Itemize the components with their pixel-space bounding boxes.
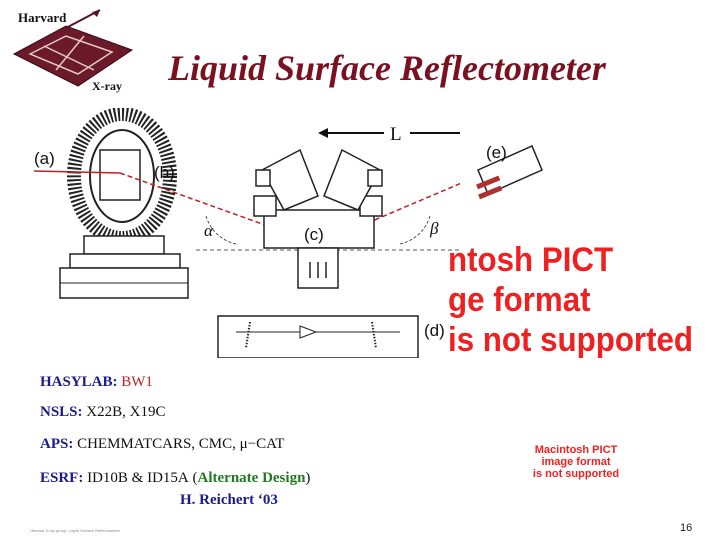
facility-value: CHEMMATCARS, CMC, μ−CAT bbox=[77, 436, 285, 452]
goniometer-drawing bbox=[253, 148, 383, 289]
pict-small-line: Macintosh PICT bbox=[534, 444, 618, 456]
facility-note: Alternate Design bbox=[197, 470, 306, 486]
length-arrow bbox=[318, 128, 460, 138]
alpha-label: α bbox=[204, 221, 214, 240]
pict-small-line: is not supported bbox=[532, 468, 620, 480]
facility-nsls: NSLS: X22B, X19C bbox=[40, 404, 165, 421]
page-title: Liquid Surface Reflectometer bbox=[168, 48, 606, 88]
facility-esrf: ESRF: ID10B & ID15A (Alternate Design) bbox=[40, 470, 310, 487]
pict-placeholder-large: ntosh PICT ge format is not supported bbox=[448, 240, 696, 375]
label-c: (c) bbox=[304, 225, 324, 244]
pict-large-line: ge format bbox=[448, 281, 591, 319]
label-e-text: (e) bbox=[486, 143, 507, 162]
footer-text: Harvard X-ray group, Liquid Surface Refl… bbox=[30, 528, 121, 533]
facility-hasylab: HASYLAB: BW1 bbox=[40, 374, 153, 391]
page-number: 16 bbox=[680, 522, 693, 534]
harvard-xray-logo: Harvard X-ray bbox=[12, 9, 134, 93]
beta-label: β bbox=[429, 219, 439, 238]
author-credit: H. Reichert ‘03 bbox=[180, 492, 278, 508]
pict-large-line: ntosh PICT bbox=[448, 241, 614, 279]
facility-note-open: ( bbox=[192, 470, 198, 486]
facility-name: NSLS: bbox=[40, 404, 83, 420]
facility-name: ESRF: bbox=[40, 470, 84, 486]
pict-small-line: image format bbox=[541, 456, 611, 468]
label-d: (d) bbox=[424, 321, 445, 340]
facility-value: X22B, X19C bbox=[86, 404, 166, 420]
reflectometer-diagram: L (a) (b) (c) (d) (e) α β bbox=[33, 108, 460, 358]
length-label: L bbox=[390, 124, 402, 145]
facility-value: BW1 bbox=[121, 374, 153, 390]
facility-aps: APS: CHEMMATCARS, CMC, μ−CAT bbox=[40, 436, 284, 453]
label-a: (a) bbox=[34, 149, 55, 168]
logo-text-xray: X-ray bbox=[92, 79, 122, 93]
facility-name: APS: bbox=[40, 436, 74, 452]
pict-large-line: is not supported bbox=[448, 321, 694, 359]
incident-beam bbox=[33, 170, 121, 174]
detector-overflow: (e) bbox=[476, 143, 543, 200]
label-b: (b) bbox=[154, 163, 175, 182]
logo-text-harvard: Harvard bbox=[18, 10, 67, 25]
pict-placeholder-small: Macintosh PICT image format is not suppo… bbox=[506, 444, 646, 484]
facility-note-close: ) bbox=[305, 470, 311, 486]
facility-value: ID10B & ID15A bbox=[87, 470, 189, 486]
optical-table-drawing bbox=[217, 315, 419, 358]
facility-name: HASYLAB: bbox=[40, 374, 118, 390]
ring-magnet-drawing bbox=[59, 108, 189, 299]
